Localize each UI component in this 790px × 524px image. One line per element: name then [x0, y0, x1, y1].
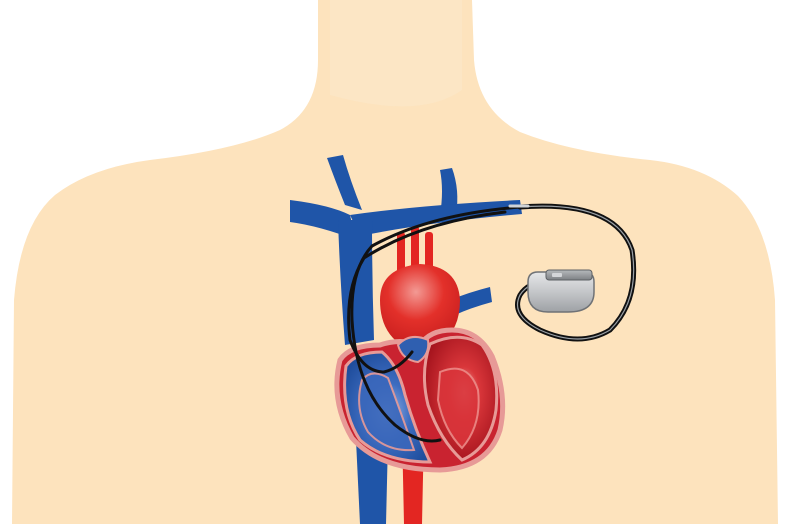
pacemaker-device	[528, 270, 594, 312]
heart	[337, 330, 503, 470]
neck-shading	[330, 0, 462, 106]
